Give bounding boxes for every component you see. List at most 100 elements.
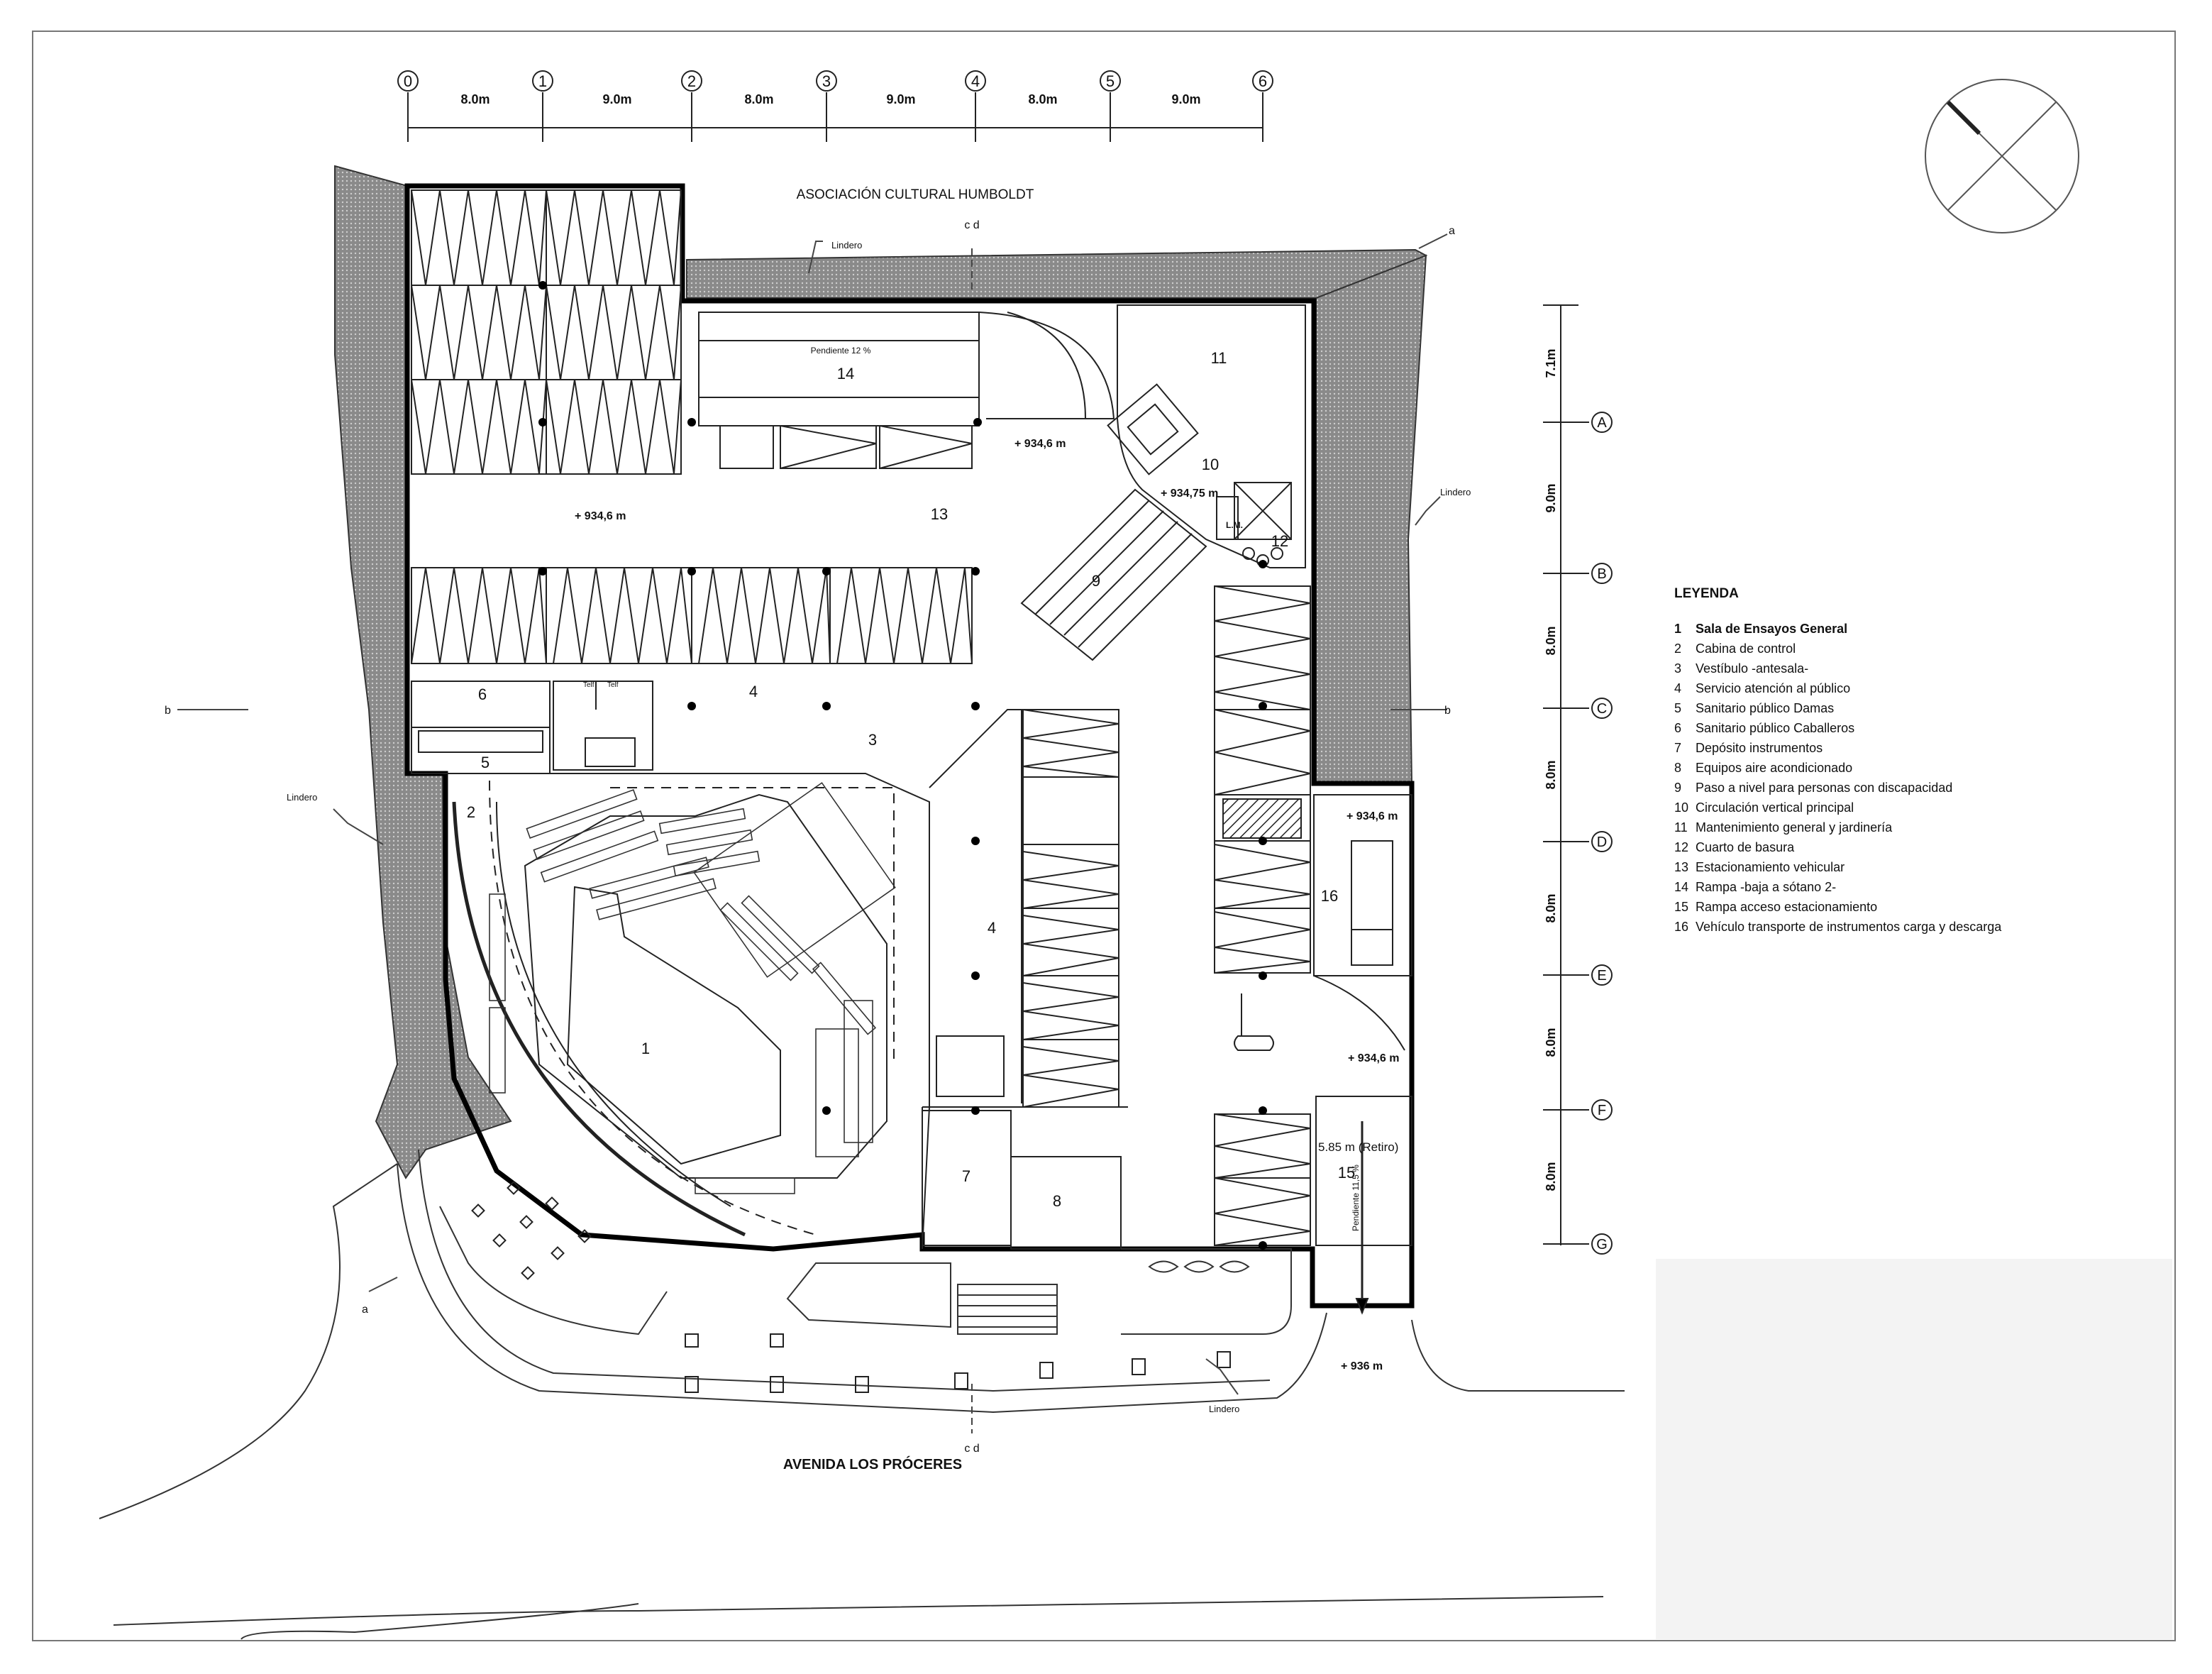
legend-item-text: Vehículo transporte de instrumentos carg… — [1696, 920, 2002, 934]
room-15: 15 — [1338, 1164, 1355, 1182]
col-spacing: 8.0m — [460, 92, 490, 106]
lindero-leaders — [333, 241, 1441, 1395]
grid-col-5: 5 — [1106, 72, 1115, 90]
legend-item-num: 6 — [1674, 721, 1682, 735]
grid-column-labels: 0 1 2 3 4 5 6 — [404, 72, 1267, 90]
seating — [489, 782, 896, 1194]
row-spacing: 8.0m — [1544, 1028, 1558, 1057]
telf-label: Telf — [583, 681, 595, 689]
slope-ramp-14: Pendiente 12 % — [811, 346, 871, 356]
legend-item-num: 7 — [1674, 741, 1682, 755]
building-title: ASOCIACIÓN CULTURAL HUMBOLDT — [797, 187, 1034, 202]
room-12: 12 — [1271, 532, 1288, 550]
col-spacing: 9.0m — [602, 92, 631, 106]
legend-item-text: Sala de Ensayos General — [1696, 622, 1848, 636]
legend-item-text: Paso a nivel para personas con discapaci… — [1696, 781, 1953, 795]
row-spacing: 8.0m — [1544, 626, 1558, 655]
room-6: 6 — [478, 685, 487, 703]
legend-item: 2 Cabina de control — [1674, 639, 2171, 659]
room-numbers: 1 2 3 4 4 5 6 7 8 9 10 11 12 13 14 15 16 — [467, 349, 1355, 1210]
legend-item-text: Cuarto de basura — [1696, 840, 1795, 854]
legend-item-num: 4 — [1674, 681, 1682, 695]
row-spacing: 9.0m — [1544, 483, 1558, 512]
ramp-14 — [698, 312, 1115, 469]
parking-right-columns — [1022, 585, 1311, 1246]
parking-middle-row — [411, 567, 973, 664]
grid-row-A: A — [1597, 415, 1607, 431]
legend-item-num: 14 — [1674, 880, 1689, 894]
auditorium — [452, 709, 1128, 1250]
room-2: 2 — [467, 803, 475, 821]
street-name: AVENIDA LOS PRÓCERES — [783, 1455, 962, 1472]
legend-item-num: 11 — [1674, 820, 1688, 835]
legend-item-text: Mantenimiento general y jardinería — [1696, 820, 1893, 835]
section-cd-bottom: c d — [964, 1443, 979, 1455]
legend-item: 4 Servicio atención al público — [1674, 678, 2171, 698]
restrooms — [411, 681, 653, 774]
grid-column-spacings: 8.0m 9.0m 8.0m 9.0m 8.0m 9.0m — [460, 92, 1200, 106]
grid-col-6: 6 — [1259, 72, 1267, 90]
legend-item-num: 10 — [1674, 800, 1689, 815]
lindero-label-left: Lindero — [287, 792, 317, 803]
legend-item-num: 15 — [1674, 900, 1689, 914]
level-right-top: + 934,6 m — [1346, 810, 1398, 822]
legend-item-num: 8 — [1674, 761, 1682, 775]
left-setback — [334, 165, 512, 1179]
room-7: 7 — [962, 1167, 970, 1185]
legend-item-text: Sanitario público Damas — [1696, 701, 1835, 715]
grid-col-4: 4 — [971, 72, 980, 90]
parking-top-left — [411, 189, 682, 475]
section-a-top: a — [1449, 225, 1455, 237]
col-spacing: 9.0m — [886, 92, 915, 106]
legend-item: 9 Paso a nivel para personas con discapac… — [1674, 778, 2171, 798]
grid-col-3: 3 — [822, 72, 831, 90]
legend-item-num: 2 — [1674, 641, 1682, 656]
legend-item: 11 Mantenimiento general y jardinería — [1674, 817, 2171, 837]
room-10: 10 — [1202, 456, 1219, 473]
grid-row-F: F — [1598, 1103, 1606, 1118]
lindero-label-right: Lindero — [1440, 487, 1471, 497]
legend-item-num: 9 — [1674, 781, 1682, 795]
room-1: 1 — [641, 1040, 650, 1057]
legend-item-text: Depósito instrumentos — [1696, 741, 1823, 755]
room-9: 9 — [1092, 572, 1100, 590]
vertical-circulation — [1107, 304, 1306, 568]
section-cd-top: c d — [964, 219, 979, 231]
level-street: + 936 m — [1341, 1360, 1383, 1372]
legend-item: 10 Circulación vertical principal — [1674, 798, 2171, 817]
legend-item-num: 3 — [1674, 661, 1682, 676]
grid-row-D: D — [1597, 835, 1607, 850]
structural-columns — [538, 281, 1267, 1250]
north-arrow-icon — [1925, 79, 2079, 233]
grid-rows — [1543, 304, 1613, 1255]
legend-item: 15 Rampa acceso estacionamiento — [1674, 897, 2171, 917]
legend-item-text: Servicio atención al público — [1696, 681, 1851, 695]
grid-row-B: B — [1597, 566, 1606, 582]
col-spacing: 9.0m — [1171, 92, 1200, 106]
legend-item-num: 5 — [1674, 701, 1682, 715]
lindero-label-top: Lindero — [831, 240, 862, 250]
legend-item-text: Estacionamiento vehicular — [1696, 860, 1845, 874]
grid-col-1: 1 — [538, 72, 547, 90]
slope-ramp-15: Pendiente 11,5 % — [1351, 1164, 1361, 1231]
room-14: 14 — [837, 365, 854, 382]
legend-item-text: Cabina de control — [1696, 641, 1796, 656]
top-setback — [686, 248, 1428, 299]
col-spacing: 8.0m — [744, 92, 773, 106]
section-b-left: b — [165, 705, 171, 717]
grid-row-G: G — [1596, 1237, 1608, 1252]
legend-item-text: Rampa acceso estacionamiento — [1696, 900, 1878, 914]
lm-label: L.M. — [1226, 520, 1243, 530]
room-5: 5 — [481, 754, 490, 771]
title-block-area — [1656, 1259, 2172, 1639]
legend-item-text: Circulación vertical principal — [1696, 800, 1854, 815]
legend-item-text: Rampa -baja a sótano 2- — [1696, 880, 1837, 894]
telf-label-2: Telf — [607, 681, 619, 689]
level-parking-top: + 934,6 m — [1014, 438, 1066, 450]
